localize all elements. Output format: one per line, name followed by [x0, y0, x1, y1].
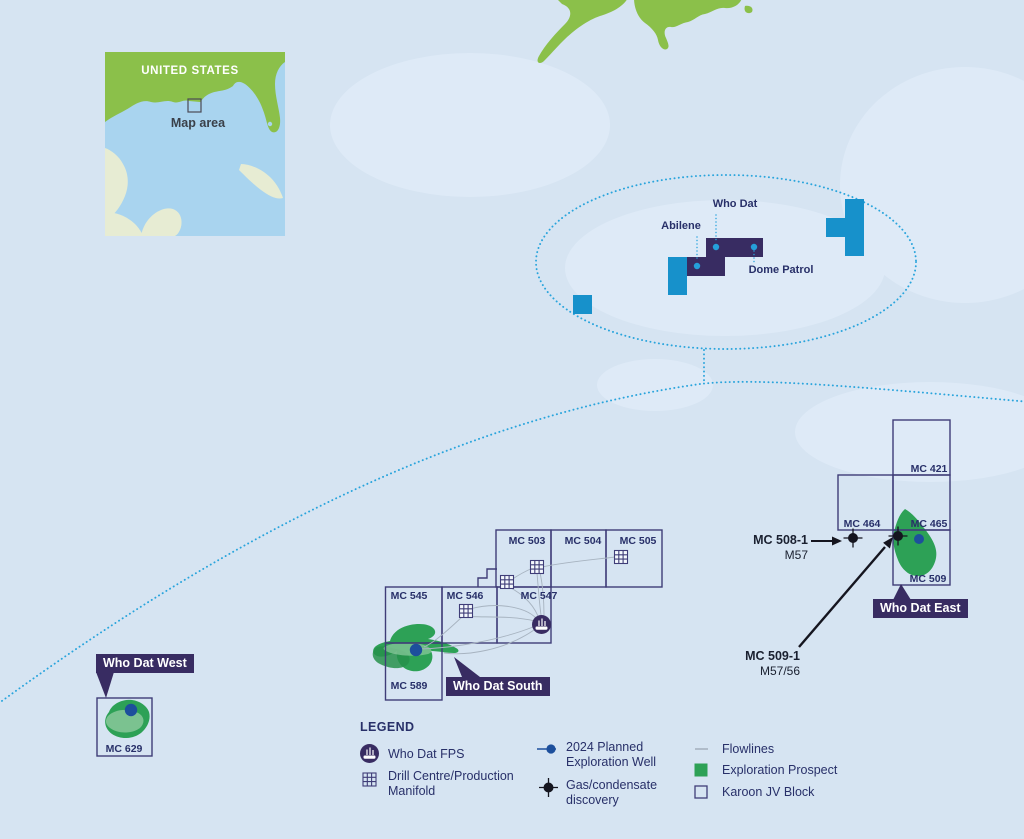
- inset-map-canvas: [105, 52, 285, 236]
- delta-landmass: [537, 0, 753, 64]
- fps-icon: [532, 615, 551, 634]
- inset-locator-map: UNITED STATES Map area: [105, 52, 285, 236]
- well-annotation-mc508-1: MC 508-1 M57: [718, 533, 808, 562]
- inset-map-area-box: [187, 98, 202, 113]
- overview-cyan-blocks: [573, 199, 864, 314]
- field-label-who-dat: Who Dat: [712, 198, 758, 210]
- callout-pointer-south: [454, 657, 480, 677]
- well-annotation-mc509-1: MC 509-1 M57/56: [710, 649, 800, 678]
- drill-centre-icon: [529, 559, 545, 575]
- planned-well-dot-south: [409, 643, 423, 657]
- inset-mexico-landmass: [105, 148, 283, 236]
- jv-block-legend-icon: [694, 785, 708, 799]
- gas-discovery-legend-icon: [539, 778, 558, 797]
- annotation-arrows: [798, 536, 893, 648]
- legend-label-flowlines: Flowlines: [722, 742, 775, 756]
- flowlines-legend-icon: [695, 748, 708, 750]
- block-label: MC 547: [521, 590, 558, 602]
- bathymetry-patches: [330, 53, 1024, 482]
- inset-map-area-label: Map area: [170, 116, 226, 130]
- block-label: MC 503: [509, 535, 546, 547]
- block-label: MC 509: [910, 573, 947, 585]
- cluster-leader-lines: [696, 214, 755, 264]
- callout-pointer-west: [96, 672, 114, 698]
- planned-well-dot-east: [914, 534, 924, 544]
- block-label: MC 504: [565, 535, 602, 547]
- block-step-boundary: [477, 568, 497, 587]
- well-zone: M57: [784, 548, 808, 562]
- gas-discovery-icon-mc509: [888, 526, 908, 546]
- legend-label-fps: Who Dat FPS: [388, 747, 465, 761]
- overview-cluster-blocks: [573, 199, 864, 314]
- well-name: MC 509-1: [745, 649, 800, 663]
- inset-lake: [267, 121, 273, 127]
- drill-centre-icon: [458, 603, 474, 619]
- cluster-well-dots: [693, 243, 758, 270]
- block-label: MC 545: [391, 590, 428, 602]
- planned-well-dots: [124, 534, 924, 717]
- planned-well-dot-west: [124, 703, 138, 717]
- prospect-who-dat-west: [105, 699, 150, 739]
- block-mc589: [384, 642, 443, 701]
- block-mc629: [96, 697, 153, 757]
- legend-title: LEGEND: [360, 720, 415, 734]
- field-label-dome-patrol: Dome Patrol: [748, 264, 814, 276]
- planned-well-legend-icon: [537, 744, 556, 754]
- overview-ellipse: [535, 174, 917, 350]
- drill-centre-icons: [458, 549, 629, 619]
- legend-label-planned-well: 2024 Planned Exploration Well: [566, 740, 657, 769]
- drill-centre-icon: [613, 549, 629, 565]
- block-label: MC 464: [844, 518, 881, 530]
- drill-centre-icon: [499, 574, 515, 590]
- callout-who-dat-west: Who Dat West: [96, 654, 194, 673]
- legend-label-drill-centre: Drill Centre/Production Manifold: [388, 769, 514, 798]
- block-mc547: [496, 586, 552, 644]
- field-label-abilene: Abilene: [661, 220, 701, 232]
- inset-country-label: UNITED STATES: [141, 65, 239, 77]
- drill-centre-legend-icon: [362, 772, 377, 787]
- inset-us-landmass: [105, 52, 285, 133]
- legend-label-gas-discovery: Gas/condensate discovery: [566, 778, 658, 807]
- callout-who-dat-east: Who Dat East: [873, 599, 968, 618]
- callout-pointers: [96, 584, 911, 698]
- block-mc509: [892, 529, 951, 586]
- block-label: MC 505: [620, 535, 657, 547]
- prospect-legend-icon: [694, 763, 708, 777]
- block-label: MC 629: [106, 743, 143, 755]
- legend-label-prospect: Exploration Prospect: [722, 763, 838, 777]
- fps-legend-icon: [360, 744, 379, 763]
- jv-block-outlines: [96, 419, 951, 757]
- well-zone: M57/56: [759, 664, 800, 678]
- block-labels: MC 503 MC 504 MC 505 MC 545 MC 546 MC 54…: [106, 463, 948, 755]
- magnifier-arc: [0, 380, 1024, 704]
- block-label: MC 421: [911, 463, 948, 475]
- gas-discovery-icons: [843, 526, 908, 548]
- well-name: MC 508-1: [753, 533, 808, 547]
- callout-pointer-east: [893, 584, 911, 600]
- gas-discovery-icon-mc508: [843, 528, 863, 548]
- block-label: MC 589: [391, 680, 428, 692]
- block-label: MC 465: [911, 518, 948, 530]
- magnifier-guides: [0, 174, 1024, 704]
- callout-who-dat-south: Who Dat South: [446, 677, 550, 696]
- prospect-who-dat-east: [893, 509, 937, 577]
- block-label: MC 546: [447, 590, 484, 602]
- legend-label-jv-block: Karoon JV Block: [722, 785, 815, 799]
